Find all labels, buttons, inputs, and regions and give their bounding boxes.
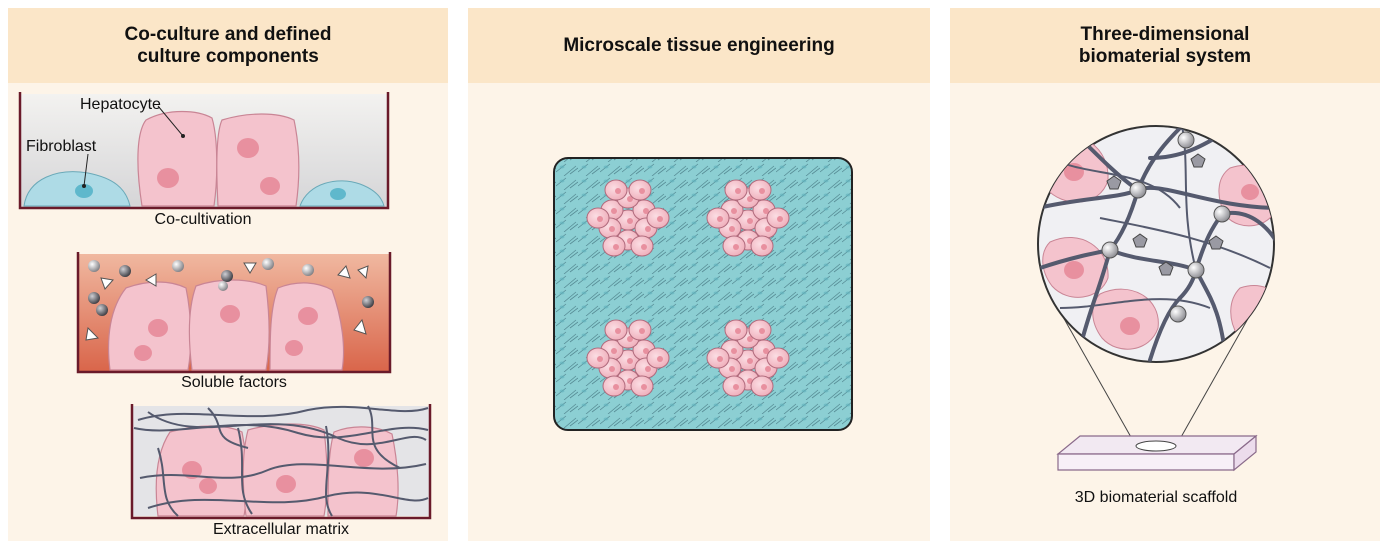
cell-nucleus — [613, 384, 619, 390]
caption-cocultivation: Co-cultivation — [8, 211, 398, 229]
panel-3d-biomaterial: Three-dimensional biomaterial system — [950, 8, 1380, 541]
cell-nucleus — [729, 226, 735, 232]
caption-3d-scaffold: 3D biomaterial scaffold — [950, 489, 1362, 507]
cell-nucleus — [645, 366, 651, 372]
coculture-illustration — [8, 8, 448, 541]
cell-nucleus — [611, 208, 617, 214]
cell-nucleus — [747, 358, 753, 364]
cell-nucleus — [609, 366, 615, 372]
cell-nucleus — [657, 216, 663, 222]
cell-nucleus — [735, 328, 741, 334]
hepatocyte-cell — [138, 112, 217, 207]
cell-nucleus — [761, 384, 767, 390]
cell-nucleus — [759, 188, 765, 194]
cell-nucleus — [729, 366, 735, 372]
cell-nucleus — [759, 328, 765, 334]
microscale-substrate — [554, 158, 852, 430]
cell-nucleus — [597, 356, 603, 362]
cell-nucleus — [611, 348, 617, 354]
panel-microscale: Microscale tissue engineering — [468, 8, 930, 541]
fibroblast-label: Fibroblast — [26, 138, 96, 156]
hepatocyte-label: Hepatocyte — [80, 96, 161, 114]
cell-nucleus — [747, 218, 753, 224]
caption-extracellular-matrix: Extracellular matrix — [132, 521, 430, 539]
cell-nucleus — [731, 348, 737, 354]
cell-nucleus — [765, 366, 771, 372]
hepatocyte-cell — [270, 283, 344, 370]
cell-nucleus — [777, 356, 783, 362]
cell-nucleus — [641, 384, 647, 390]
microscale-illustration — [468, 8, 930, 541]
cell-nucleus — [717, 216, 723, 222]
hepatocyte-cell — [217, 114, 299, 206]
cell-nucleus — [765, 226, 771, 232]
cell-nucleus — [627, 218, 633, 224]
cell-nucleus — [657, 356, 663, 362]
soluble-factors-dish — [78, 252, 390, 372]
cell-nucleus — [731, 208, 737, 214]
cell-nucleus — [609, 226, 615, 232]
cell-nucleus — [645, 226, 651, 232]
caption-soluble-factors: Soluble factors — [78, 374, 390, 392]
biomaterial-illustration — [950, 8, 1380, 541]
cell — [1231, 286, 1285, 346]
cell-nucleus — [639, 328, 645, 334]
cell-nucleus — [615, 328, 621, 334]
cell-nucleus — [597, 216, 603, 222]
cell-nucleus — [733, 384, 739, 390]
cell-nucleus — [717, 356, 723, 362]
cell-nucleus — [613, 244, 619, 250]
ecm-dish — [132, 404, 430, 518]
cell-nucleus — [639, 188, 645, 194]
panel-coculture: Co-culture and defined culture component… — [8, 8, 448, 541]
cell-nucleus — [641, 244, 647, 250]
cell-nucleus — [761, 244, 767, 250]
cell-nucleus — [733, 244, 739, 250]
cell-nucleus — [615, 188, 621, 194]
scaffold-slab — [1058, 436, 1256, 470]
cell-nucleus — [627, 358, 633, 364]
cell-nucleus — [735, 188, 741, 194]
hepatocyte-cell — [189, 280, 269, 370]
hepatocyte-cell — [328, 427, 398, 516]
cell-nucleus — [777, 216, 783, 222]
